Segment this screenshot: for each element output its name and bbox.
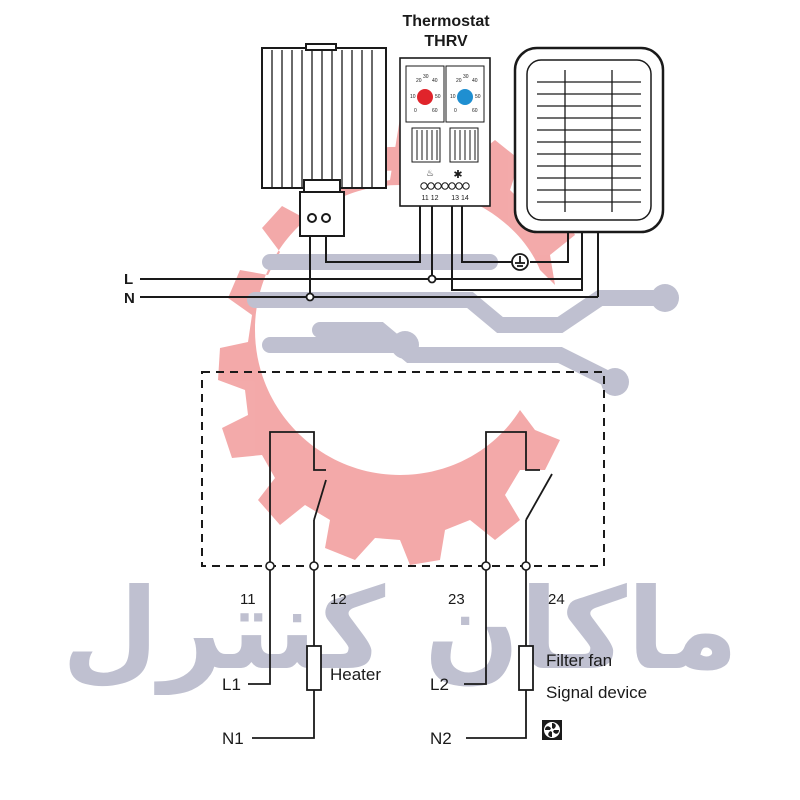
fan-resistor <box>518 645 534 691</box>
filter-fan-unit <box>513 46 665 234</box>
ground-icon <box>511 253 529 271</box>
heater-unit <box>261 43 387 237</box>
terminal-12-label: 12 <box>330 591 347 608</box>
heat-dial[interactable] <box>417 89 433 105</box>
terminal-24-label: 24 <box>548 591 565 608</box>
terminal-11-label: 11 <box>240 591 256 608</box>
terminal-12 <box>309 561 319 571</box>
svg-text:60: 60 <box>432 108 438 114</box>
snowflake-icon: ✱ <box>453 169 462 181</box>
cool-dial[interactable] <box>457 89 473 105</box>
line-junction <box>427 274 437 284</box>
svg-text:20: 20 <box>456 78 462 84</box>
signal-device-label: Signal device <box>546 683 647 702</box>
thermostat-schematic-boundary <box>201 371 605 567</box>
thermostat-model: THRV <box>424 33 468 50</box>
terminal-24 <box>521 561 531 571</box>
terminal-label-13-14: 13 14 <box>451 195 469 202</box>
svg-text:30: 30 <box>463 74 469 80</box>
neutral-label: N <box>124 290 135 307</box>
heater-circuit <box>248 570 322 739</box>
svg-text:50: 50 <box>475 94 481 100</box>
svg-text:50: 50 <box>435 94 441 100</box>
svg-text:30: 30 <box>423 74 429 80</box>
terminal-23-label: 23 <box>448 591 465 608</box>
l2-label: L2 <box>430 675 449 694</box>
svg-text:60: 60 <box>472 108 478 114</box>
contact-11-12 <box>269 431 327 566</box>
fan-circuit <box>464 570 534 739</box>
supply-wiring <box>140 206 599 298</box>
neutral-junction <box>305 292 315 302</box>
thermostat-title: Thermostat <box>402 13 490 30</box>
svg-text:0: 0 <box>454 108 457 114</box>
svg-text:40: 40 <box>472 78 478 84</box>
watermark-text: ماکان کنترل <box>62 565 739 695</box>
terminal-11 <box>265 561 275 571</box>
thermostat-unit: Thermostat THRV 20 30 40 10 50 0 60 20 3… <box>399 13 491 207</box>
l1-label: L1 <box>222 675 241 694</box>
contact-23-24 <box>485 431 553 566</box>
n2-label: N2 <box>430 729 452 748</box>
heat-icon: ♨ <box>426 168 434 178</box>
fan-icon <box>542 720 562 740</box>
n1-label: N1 <box>222 729 244 748</box>
terminal-23 <box>481 561 491 571</box>
svg-text:0: 0 <box>414 108 417 114</box>
line-label: L <box>124 271 133 288</box>
svg-text:10: 10 <box>410 94 416 100</box>
heater-label: Heater <box>330 665 381 684</box>
svg-text:20: 20 <box>416 78 422 84</box>
terminal-label-11-12: 11 12 <box>422 195 439 202</box>
svg-text:10: 10 <box>450 94 456 100</box>
heater-resistor <box>306 645 322 691</box>
filter-fan-label: Filter fan <box>546 651 612 670</box>
svg-text:40: 40 <box>432 78 438 84</box>
